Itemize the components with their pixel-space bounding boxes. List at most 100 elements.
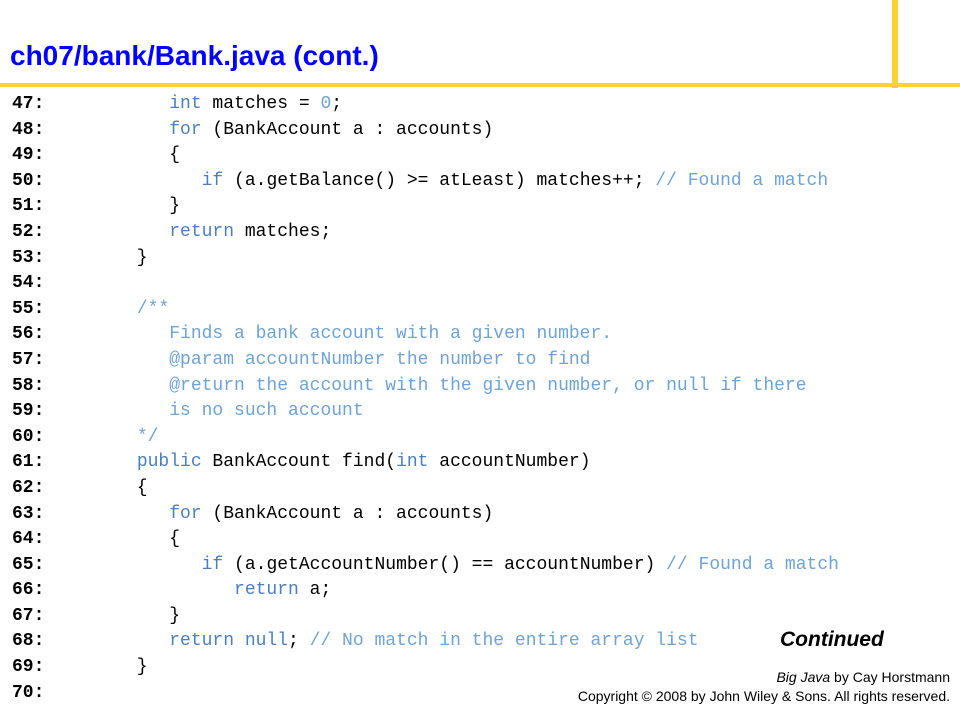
code-line: 48: for (BankAccount a : accounts): [12, 118, 952, 144]
code-line: 49: {: [12, 143, 952, 169]
header-vertical-rule: [892, 0, 898, 88]
code-text: [72, 171, 202, 191]
code-line: 62: {: [12, 476, 952, 502]
header-rule: [0, 83, 892, 87]
code-text: [72, 401, 169, 421]
code-keyword: return: [234, 580, 299, 601]
code-text: [72, 324, 169, 344]
code-text: {: [72, 145, 181, 166]
code-line: 66: return a;: [12, 578, 952, 604]
code-text: [72, 94, 169, 114]
code-text: a;: [298, 580, 332, 601]
code-text: (BankAccount a : accounts): [201, 119, 494, 140]
code-text: (a.getBalance() >= atLeast) matches++;: [223, 170, 656, 191]
code-text: (BankAccount a : accounts): [201, 503, 494, 524]
code-comment: @return the account with the given numbe…: [169, 375, 807, 396]
line-number: 66:: [12, 580, 45, 601]
code-keyword: if: [201, 554, 224, 575]
line-number: 61:: [12, 452, 45, 473]
code-line: 63: for (BankAccount a : accounts): [12, 502, 952, 528]
code-line: 68: return null; // No match in the enti…: [12, 629, 952, 655]
credit-block: Big Java by Cay Horstmann Copyright © 20…: [578, 668, 950, 706]
code-text: matches =: [201, 94, 321, 114]
code-comment: @param accountNumber the number to find: [169, 349, 591, 370]
code-line: 57: @param accountNumber the number to f…: [12, 348, 952, 374]
copyright: Copyright © 2008 by John Wiley & Sons. A…: [577, 688, 950, 704]
line-number: 67:: [12, 605, 45, 626]
code-line: 60: */: [12, 425, 952, 451]
code-comment: Finds a bank account with a given number…: [169, 324, 613, 345]
code-text: [72, 299, 137, 319]
line-number: 63:: [12, 503, 45, 524]
line-number: 48:: [12, 119, 45, 140]
code-text: {: [72, 529, 181, 550]
code-text: [72, 555, 202, 575]
line-number: 51:: [12, 196, 45, 217]
code-line: 55: /**: [12, 297, 952, 323]
code-line: 50: if (a.getBalance() >= atLeast) match…: [12, 169, 952, 195]
code-line: 59: is no such account: [12, 399, 952, 425]
code-line: 70:: [12, 681, 952, 707]
code-listing: 47: int matches = 0; 48: for (BankAccount…: [12, 92, 952, 706]
line-number: 56:: [12, 324, 45, 345]
code-keyword: public: [136, 452, 202, 473]
code-text: matches;: [234, 221, 332, 242]
code-keyword: for: [169, 119, 202, 140]
book-title: Big Java: [776, 669, 831, 685]
code-keyword: for: [169, 503, 202, 524]
line-number: 62:: [12, 477, 45, 498]
code-number: 0: [320, 94, 332, 114]
code-keyword: return null: [169, 631, 289, 652]
code-text: }: [72, 196, 181, 217]
line-number: 52:: [12, 221, 45, 242]
line-number: 64:: [12, 529, 45, 550]
code-text: [72, 350, 169, 370]
code-text: [72, 580, 234, 600]
code-text: accountNumber): [428, 452, 591, 473]
code-text: [72, 120, 169, 140]
line-number: 47:: [12, 94, 45, 114]
code-text: ;: [288, 631, 310, 652]
code-line: 61: public BankAccount find(int accountN…: [12, 450, 952, 476]
line-number: 58:: [12, 375, 45, 396]
code-line: 56: Finds a bank account with a given nu…: [12, 322, 952, 348]
code-text: }: [72, 247, 148, 268]
line-number: 57:: [12, 349, 45, 370]
line-number: 49:: [12, 145, 45, 166]
line-number: 50:: [12, 170, 45, 191]
code-text: BankAccount find(: [201, 452, 397, 473]
code-keyword: if: [201, 170, 224, 191]
code-line: 65: if (a.getAccountNumber() == accountN…: [12, 553, 952, 579]
code-line: 52: return matches;: [12, 220, 952, 246]
code-line: 67: }: [12, 604, 952, 630]
code-line: 64: {: [12, 527, 952, 553]
line-number: 70:: [12, 682, 45, 703]
code-text: [72, 222, 169, 242]
code-comment: */: [136, 426, 159, 447]
code-text: [72, 376, 169, 396]
code-keyword: int: [169, 94, 202, 114]
code-text: [72, 504, 169, 524]
slide-title: ch07/bank/Bank.java (cont.): [10, 40, 379, 71]
code-comment: is no such account: [169, 401, 364, 422]
header-rule-right: [898, 83, 960, 87]
line-number: 65:: [12, 554, 45, 575]
continued-label: Continued: [780, 628, 884, 651]
line-number: 68:: [12, 631, 45, 652]
code-text: }: [72, 605, 181, 626]
code-comment: // Found a match: [666, 554, 839, 575]
line-number: 59:: [12, 401, 45, 422]
code-line: 69: }: [12, 655, 952, 681]
credit-book-line: Big Java by Cay Horstmann: [578, 668, 950, 687]
line-number: 53:: [12, 247, 45, 268]
code-text: ;: [331, 94, 343, 114]
code-text: [72, 452, 137, 472]
code-keyword: int: [396, 452, 429, 473]
code-text: [72, 631, 169, 651]
code-comment: /**: [136, 298, 170, 319]
code-text: {: [72, 477, 148, 498]
code-keyword: return: [169, 221, 235, 242]
code-text: (a.getAccountNumber() == accountNumber): [223, 554, 667, 575]
line-number: 54:: [12, 273, 45, 294]
code-text: }: [72, 657, 148, 678]
